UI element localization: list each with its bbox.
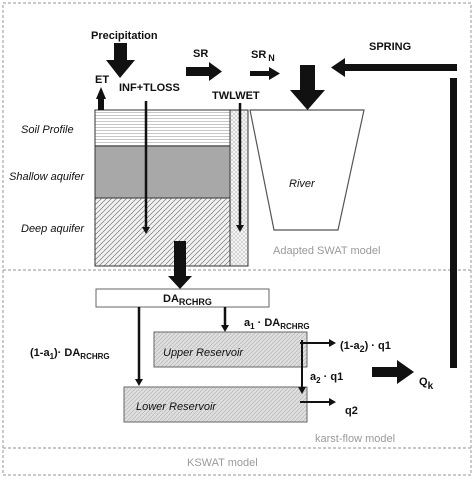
recharge-arrow — [168, 241, 192, 289]
a2-q1-arrow — [298, 340, 306, 394]
lower-reservoir-label: Lower Reservoir — [136, 401, 217, 413]
inf-tloss-line — [142, 101, 150, 234]
et-label: ET — [95, 74, 109, 86]
deep-aquifer-label: Deep aquifer — [21, 223, 85, 235]
one-minus-a1-da-arrow — [135, 307, 143, 386]
qk-label: Qk — [419, 376, 434, 392]
qk-arrow — [372, 360, 414, 384]
spring-label: SPRING — [369, 41, 411, 53]
shallow-aquifer-layer — [94, 145, 231, 199]
inf-tloss-label: INF+TLOSS — [119, 82, 180, 94]
da-rchrg-label: DARCHRG — [163, 293, 212, 307]
twlwet-line — [236, 103, 244, 232]
sr-arrow — [186, 62, 222, 81]
precipitation-arrow — [106, 43, 135, 78]
one-minus-a2-q1-arrow — [300, 339, 336, 347]
river-channel — [249, 109, 365, 231]
karst-flow-label: karst-flow model — [315, 433, 395, 445]
one-minus-a1-da-label: (1-a1)· DARCHRG — [30, 347, 110, 361]
adapted-swat-label: Adapted SWAT model — [273, 245, 380, 257]
precipitation-label: Precipitation — [91, 30, 158, 42]
q2-label: q2 — [345, 405, 358, 417]
a1-da-label: a1 · DARCHRG — [244, 317, 310, 331]
q2-arrow — [300, 398, 336, 406]
spring-loop-arrow — [331, 58, 457, 368]
twlwet-label: TWLWET — [212, 90, 260, 102]
deep-aquifer-layer — [94, 197, 231, 267]
river-inflow-arrow — [290, 65, 325, 110]
kswat-label: KSWAT model — [187, 457, 258, 469]
a2-q1-label: a2 · q1 — [310, 371, 343, 385]
soil-profile-layer — [94, 109, 231, 147]
shallow-aquifer-label: Shallow aquifer — [9, 171, 86, 183]
upper-reservoir-box — [153, 331, 308, 368]
sr-n-arrow — [250, 67, 280, 80]
one-minus-a2-q1-label: (1-a2) · q1 — [340, 340, 391, 354]
lower-reservoir-box — [123, 386, 308, 423]
river-label: River — [289, 178, 316, 190]
soil-profile-label: Soil Profile — [21, 124, 74, 136]
da-rchrg-box — [95, 288, 270, 308]
a1-da-arrow — [221, 307, 229, 332]
et-arrow — [96, 87, 106, 110]
sr-label: SR — [193, 48, 208, 60]
upper-reservoir-label: Upper Reservoir — [163, 347, 244, 359]
